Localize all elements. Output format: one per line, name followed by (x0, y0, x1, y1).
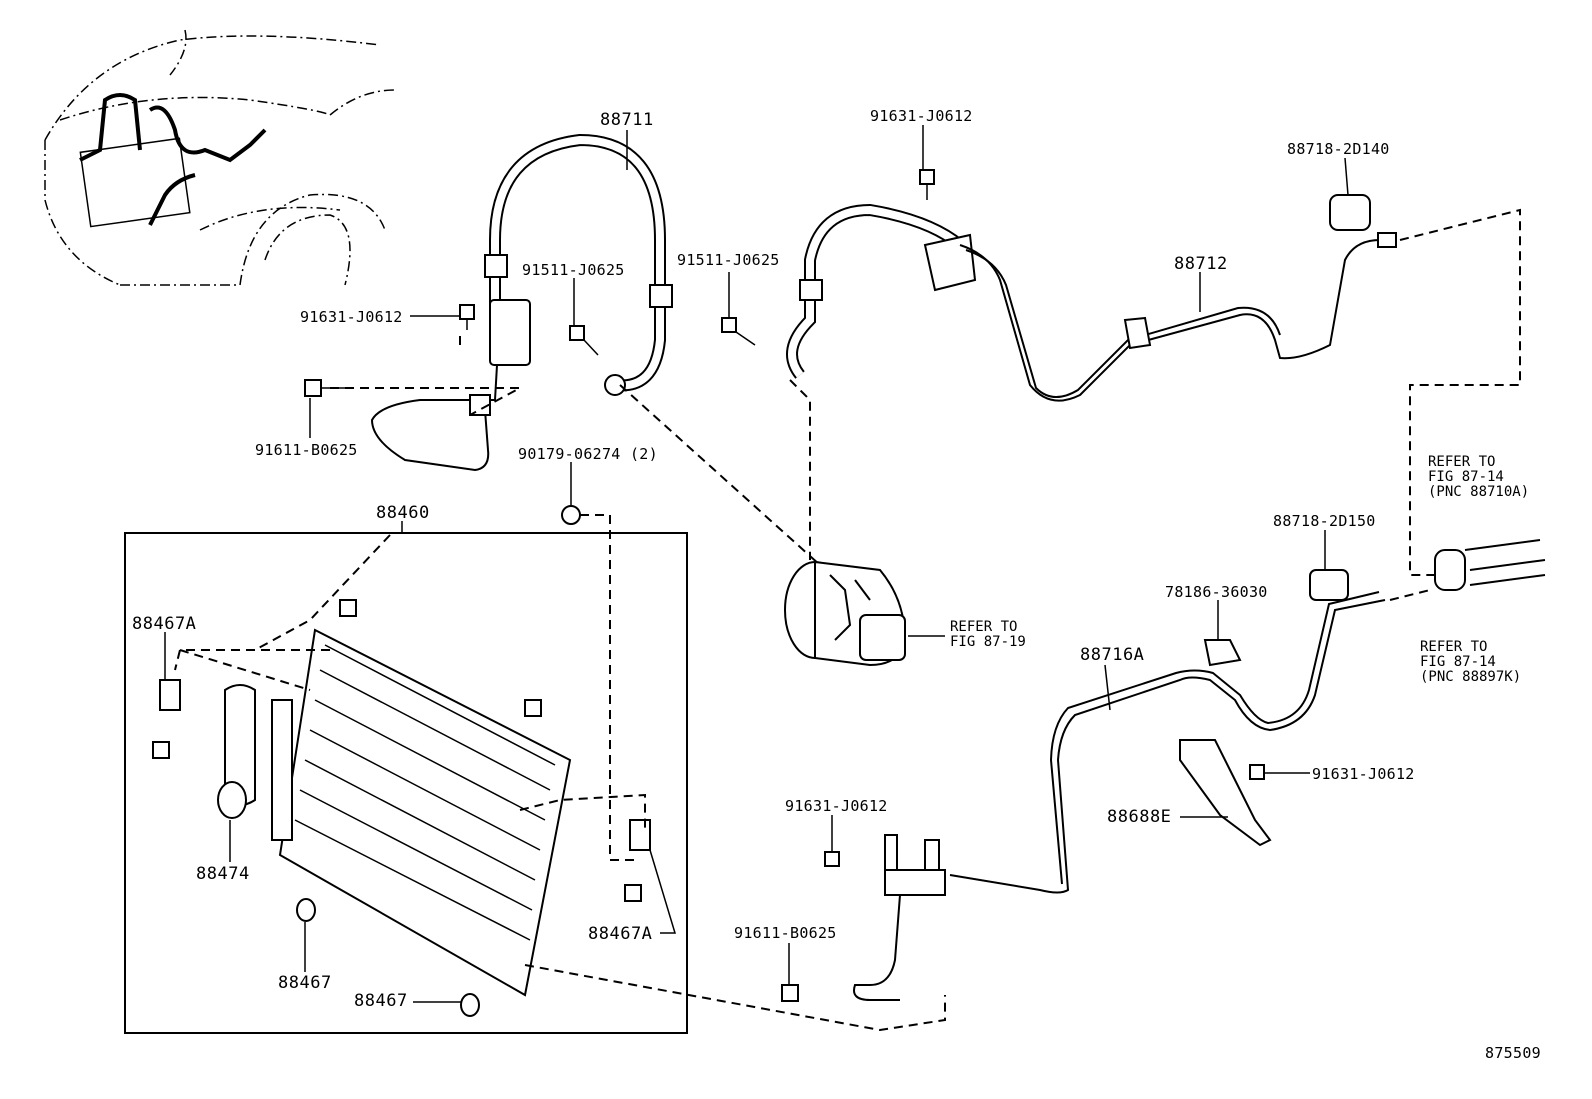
ref-fig-87-19: REFER TO FIG 87-19 (950, 620, 1026, 650)
ref-fig-87-19-line2: FIG 87-19 (950, 634, 1026, 650)
label-91511-J0625-left: 91511-J0625 (522, 261, 625, 279)
ref-fig-87-19-line1: REFER TO (950, 619, 1018, 635)
leader-lines (164, 125, 1349, 1003)
label-88711: 88711 (600, 110, 654, 130)
ref-fig-87-14-b-line1: REFER TO (1420, 639, 1488, 655)
label-88718-2D150: 88718-2D150 (1273, 512, 1376, 530)
compressor (784, 560, 907, 667)
label-88474: 88474 (196, 864, 250, 884)
label-88688E: 88688E (1107, 807, 1172, 827)
label-91511-J0625-right: 91511-J0625 (677, 251, 780, 269)
vehicle-location-inset (44, 29, 396, 286)
label-90179-06274: 90179-06274 (2) (518, 445, 658, 463)
condenser-box (124, 532, 688, 1034)
label-88467A-right: 88467A (588, 924, 653, 944)
hose-88711 (370, 133, 673, 472)
label-88467-lower: 88467 (278, 973, 332, 993)
ref-fig-87-14-a: REFER TO FIG 87-14 (PNC 88710A) (1428, 455, 1529, 500)
label-91611-B0625-bottom: 91611-B0625 (734, 924, 837, 942)
ref-fig-87-14-b: REFER TO FIG 87-14 (PNC 88897K) (1420, 640, 1521, 685)
ref-fig-87-14-b-line3: (PNC 88897K) (1420, 669, 1522, 685)
label-88467-bottom: 88467 (354, 991, 408, 1011)
label-91631-J0612-mid: 91631-J0612 (785, 797, 888, 815)
ref-fig-87-14-a-line2: FIG 87-14 (1428, 469, 1504, 485)
ref-fig-87-14-b-line2: FIG 87-14 (1420, 654, 1496, 670)
label-88467A-left: 88467A (132, 614, 197, 634)
label-88460: 88460 (376, 503, 430, 523)
label-91631-J0612-right: 91631-J0612 (1312, 765, 1415, 783)
label-91611-B0625-top: 91611-B0625 (255, 441, 358, 459)
hose-88712 (786, 203, 1397, 402)
label-88712: 88712 (1174, 254, 1228, 274)
label-91631-J0612-top: 91631-J0612 (870, 107, 973, 125)
ref-fig-87-14-a-line1: REFER TO (1428, 454, 1496, 470)
label-88716A: 88716A (1080, 645, 1145, 665)
bolts-top (304, 169, 1371, 525)
label-91631-J0612-left: 91631-J0612 (300, 308, 403, 326)
label-88718-2D140: 88718-2D140 (1287, 140, 1390, 158)
hose-88716A (781, 539, 1546, 1002)
diagram-id: 875509 (1485, 1044, 1541, 1062)
ref-fig-87-14-a-line3: (PNC 88710A) (1428, 484, 1530, 500)
label-78186-36030: 78186-36030 (1165, 583, 1268, 601)
dashed-leaders (174, 208, 1521, 1032)
